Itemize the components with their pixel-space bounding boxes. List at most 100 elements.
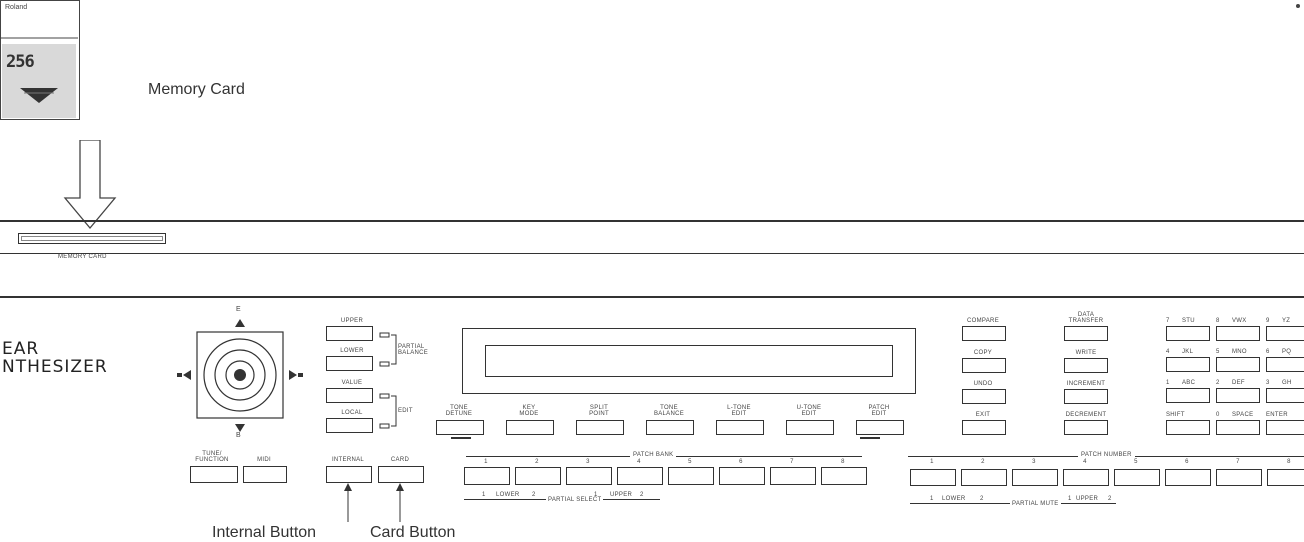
display-button-label: KEY MODE (519, 405, 539, 417)
lower-button[interactable] (326, 356, 373, 371)
upper-button[interactable] (326, 326, 373, 341)
patch-bank-button-1[interactable] (464, 467, 510, 485)
patch-number-label: 6 (1185, 459, 1189, 465)
patch-bank-number: 2 (535, 459, 539, 465)
insert-arrow-icon (63, 140, 117, 230)
midi-label: MIDI (257, 457, 271, 463)
patch-bank-title: PATCH BANK (630, 452, 677, 458)
keypad-button[interactable] (1266, 388, 1304, 403)
patch-number-label: 2 (981, 459, 985, 465)
display-button-5[interactable] (716, 420, 764, 435)
keypad-button[interactable] (1166, 326, 1210, 341)
patch-bank-button-3[interactable] (566, 467, 612, 485)
card-label: CARD (390, 457, 410, 463)
keypad-button[interactable] (1216, 388, 1260, 403)
patch-number-button-8[interactable] (1267, 469, 1304, 486)
patch-bank-button-4[interactable] (617, 467, 663, 485)
patch-bank-number: 1 (484, 459, 488, 465)
keypad-letters: DEF (1232, 380, 1245, 386)
patch-bank-button-2[interactable] (515, 467, 561, 485)
memory-card-slot-label: MEMORY CARD (58, 254, 107, 260)
memory-card-slot[interactable] (18, 233, 166, 244)
partial-select-n2b: 2 (640, 492, 644, 498)
patch-bank-number: 8 (841, 459, 845, 465)
edit-label: EDIT (398, 408, 413, 414)
midi-button[interactable] (243, 466, 287, 483)
bender-joystick[interactable] (170, 318, 310, 442)
display-button-6[interactable] (786, 420, 834, 435)
mid-col2-button-3[interactable] (1064, 389, 1108, 404)
mid-col1-button-1[interactable] (962, 326, 1006, 341)
keypad-button[interactable] (1216, 357, 1260, 372)
led-brackets (379, 332, 397, 429)
display-button-3[interactable] (576, 420, 624, 435)
mid-col2-button-1[interactable] (1064, 326, 1108, 341)
tune-function-label: TUNE/ FUNCTION (195, 451, 229, 463)
patch-number-button-6[interactable] (1165, 469, 1211, 486)
enter-button[interactable] (1266, 420, 1304, 435)
keypad-button[interactable] (1266, 357, 1304, 372)
patch-number-button-3[interactable] (1012, 469, 1058, 486)
tune-function-button[interactable] (190, 466, 238, 483)
patch-bank-number: 3 (586, 459, 590, 465)
keypad-number: 5 (1216, 349, 1220, 355)
patch-bank-number: 7 (790, 459, 794, 465)
mid-col2-label: WRITE (1075, 350, 1097, 356)
patch-bank-button-8[interactable] (821, 467, 867, 485)
display-button-2[interactable] (506, 420, 554, 435)
card-button[interactable] (378, 466, 424, 483)
keypad-number: 8 (1216, 318, 1220, 324)
mid-col2-button-4[interactable] (1064, 420, 1108, 435)
mid-col1-label: EXIT (975, 412, 991, 418)
display-button-7[interactable] (856, 420, 904, 435)
patch-number-button-1[interactable] (910, 469, 956, 486)
lcd-display (462, 328, 916, 394)
mid-col1-button-2[interactable] (962, 358, 1006, 373)
memory-card: Roland 256 (0, 0, 1300, 120)
patch-bank-button-7[interactable] (770, 467, 816, 485)
patch-bank-button-5[interactable] (668, 467, 714, 485)
display-button-4[interactable] (646, 420, 694, 435)
local-label: LOCAL (341, 410, 363, 416)
partial-mute-n2b: 2 (1108, 496, 1112, 502)
keypad-letters: STU (1182, 318, 1195, 324)
internal-button[interactable] (326, 466, 372, 483)
patch-number-label: 5 (1134, 459, 1138, 465)
local-button[interactable] (326, 418, 373, 433)
partial-mute-n1b: 1 (1068, 496, 1072, 502)
patch-number-label: 8 (1287, 459, 1291, 465)
keypad-shift-label: SHIFT (1166, 412, 1185, 418)
card-capacity: 256 (6, 52, 35, 72)
partial-mute-upper: UPPER (1076, 496, 1099, 502)
keypad-button[interactable] (1266, 326, 1304, 341)
keypad-number: 1 (1166, 380, 1170, 386)
keypad-button[interactable] (1166, 357, 1210, 372)
keypad-letters: PQ (1282, 349, 1292, 355)
keypad-letters: GH (1282, 380, 1292, 386)
space-button[interactable] (1216, 420, 1260, 435)
patch-number-title: PATCH NUMBER (1078, 452, 1135, 458)
patch-number-button-5[interactable] (1114, 469, 1160, 486)
value-button[interactable] (326, 388, 373, 403)
patch-bank-button-6[interactable] (719, 467, 765, 485)
mid-col2-label: DATA TRANSFER (1068, 312, 1104, 324)
patch-bank-number: 4 (637, 459, 641, 465)
display-button-label: TONE DETUNE (445, 405, 473, 417)
mid-col1-button-4[interactable] (962, 420, 1006, 435)
partial-mute-lower: LOWER (942, 496, 966, 502)
shift-button[interactable] (1166, 420, 1210, 435)
mid-col2-label: DECREMENT (1065, 412, 1107, 418)
mid-col1-button-3[interactable] (962, 389, 1006, 404)
display-button-label: TONE BALANCE (653, 405, 685, 417)
keypad-button[interactable] (1216, 326, 1260, 341)
mid-col2-button-2[interactable] (1064, 358, 1108, 373)
keypad-enter-label: ENTER (1266, 412, 1288, 418)
patch-number-label: 1 (930, 459, 934, 465)
display-button-1[interactable] (436, 420, 484, 435)
patch-number-button-7[interactable] (1216, 469, 1262, 486)
keypad-button[interactable] (1166, 388, 1210, 403)
patch-number-button-2[interactable] (961, 469, 1007, 486)
mid-col1-label: UNDO (973, 381, 993, 387)
patch-number-button-4[interactable] (1063, 469, 1109, 486)
lcd-screen (485, 345, 893, 377)
